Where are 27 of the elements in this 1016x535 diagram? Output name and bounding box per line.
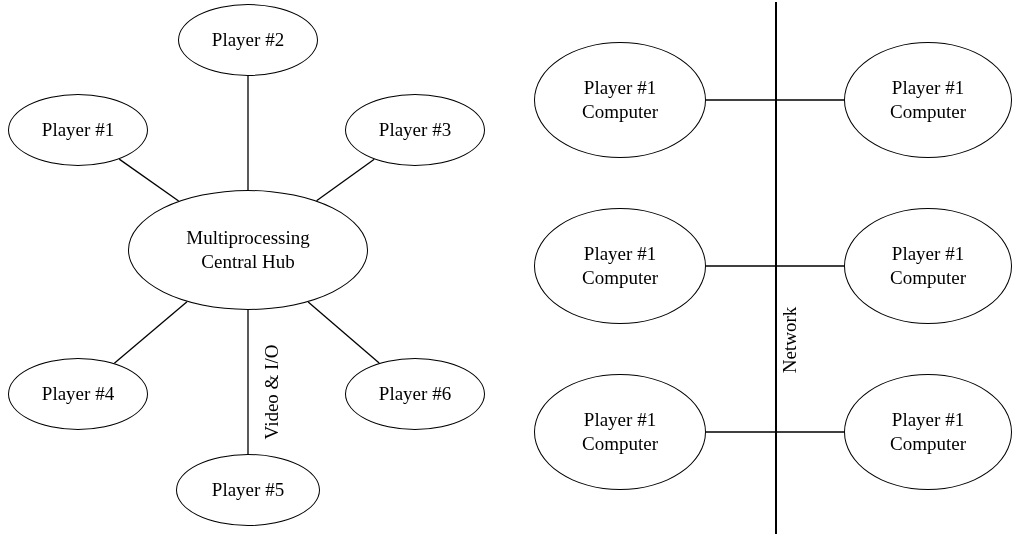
node-label: Player #5 (211, 478, 285, 502)
node-label: Player #1 Computer (581, 76, 659, 124)
connector-line (705, 431, 776, 433)
node-label: Player #6 (378, 382, 452, 406)
connector-line (307, 301, 380, 364)
node-label: Player #1 Computer (889, 408, 967, 456)
connector-line (247, 75, 249, 191)
network-bus-line (775, 2, 777, 534)
node-label: Player #3 (378, 118, 452, 142)
node-label: Multiprocessing Central Hub (185, 226, 311, 274)
bus-label: Network (779, 306, 801, 374)
connector-line (315, 158, 375, 202)
connector-line (705, 265, 776, 267)
node-label: Player #4 (41, 382, 115, 406)
node-label: Player #1 Computer (581, 408, 659, 456)
node-label: Player #1 Computer (889, 242, 967, 290)
node-label: Player #1 Computer (889, 76, 967, 124)
connector-line (247, 309, 249, 455)
connector-line (776, 99, 845, 101)
connector-line (776, 431, 845, 433)
connector-line (705, 99, 776, 101)
connector-line (118, 158, 180, 202)
node-label: Player #2 (211, 28, 285, 52)
connector-line (776, 265, 845, 267)
node-label: Player #1 (41, 118, 115, 142)
node-label: Player #1 Computer (581, 242, 659, 290)
connector-line (113, 301, 188, 364)
